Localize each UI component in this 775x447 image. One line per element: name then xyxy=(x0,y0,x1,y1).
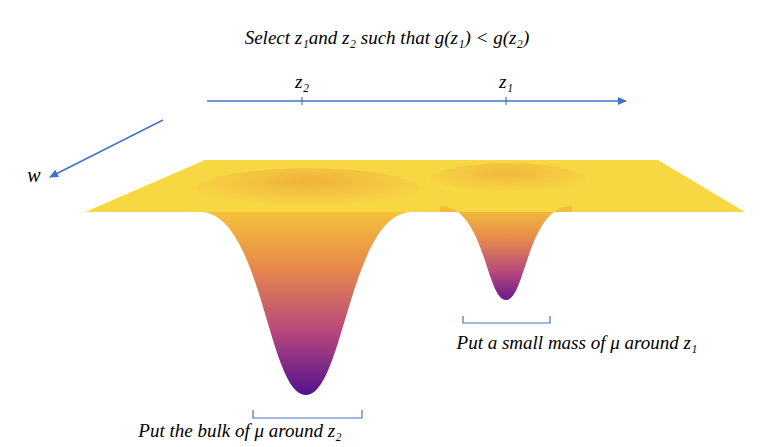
title: Select z₁and z₂ such that g(z₁) < g(z₂) xyxy=(245,28,530,49)
axis-label: z₁ xyxy=(499,72,513,93)
large-well-rim xyxy=(196,168,420,212)
axis-label: z₂ xyxy=(295,72,309,93)
annotation: Put the bulk of μ around z₂ xyxy=(138,421,341,442)
z-axis xyxy=(207,100,626,102)
small-well-rim xyxy=(430,163,586,197)
annotation: Put a small mass of μ around z₁ xyxy=(457,333,698,354)
w-axis xyxy=(50,120,163,177)
tick xyxy=(301,97,302,105)
small-well xyxy=(440,206,572,300)
bracket xyxy=(463,316,550,323)
yellow-plane xyxy=(85,160,745,212)
axis-label: w xyxy=(27,164,40,186)
large-well xyxy=(200,212,412,395)
bracket xyxy=(253,410,362,418)
tick xyxy=(505,97,506,105)
